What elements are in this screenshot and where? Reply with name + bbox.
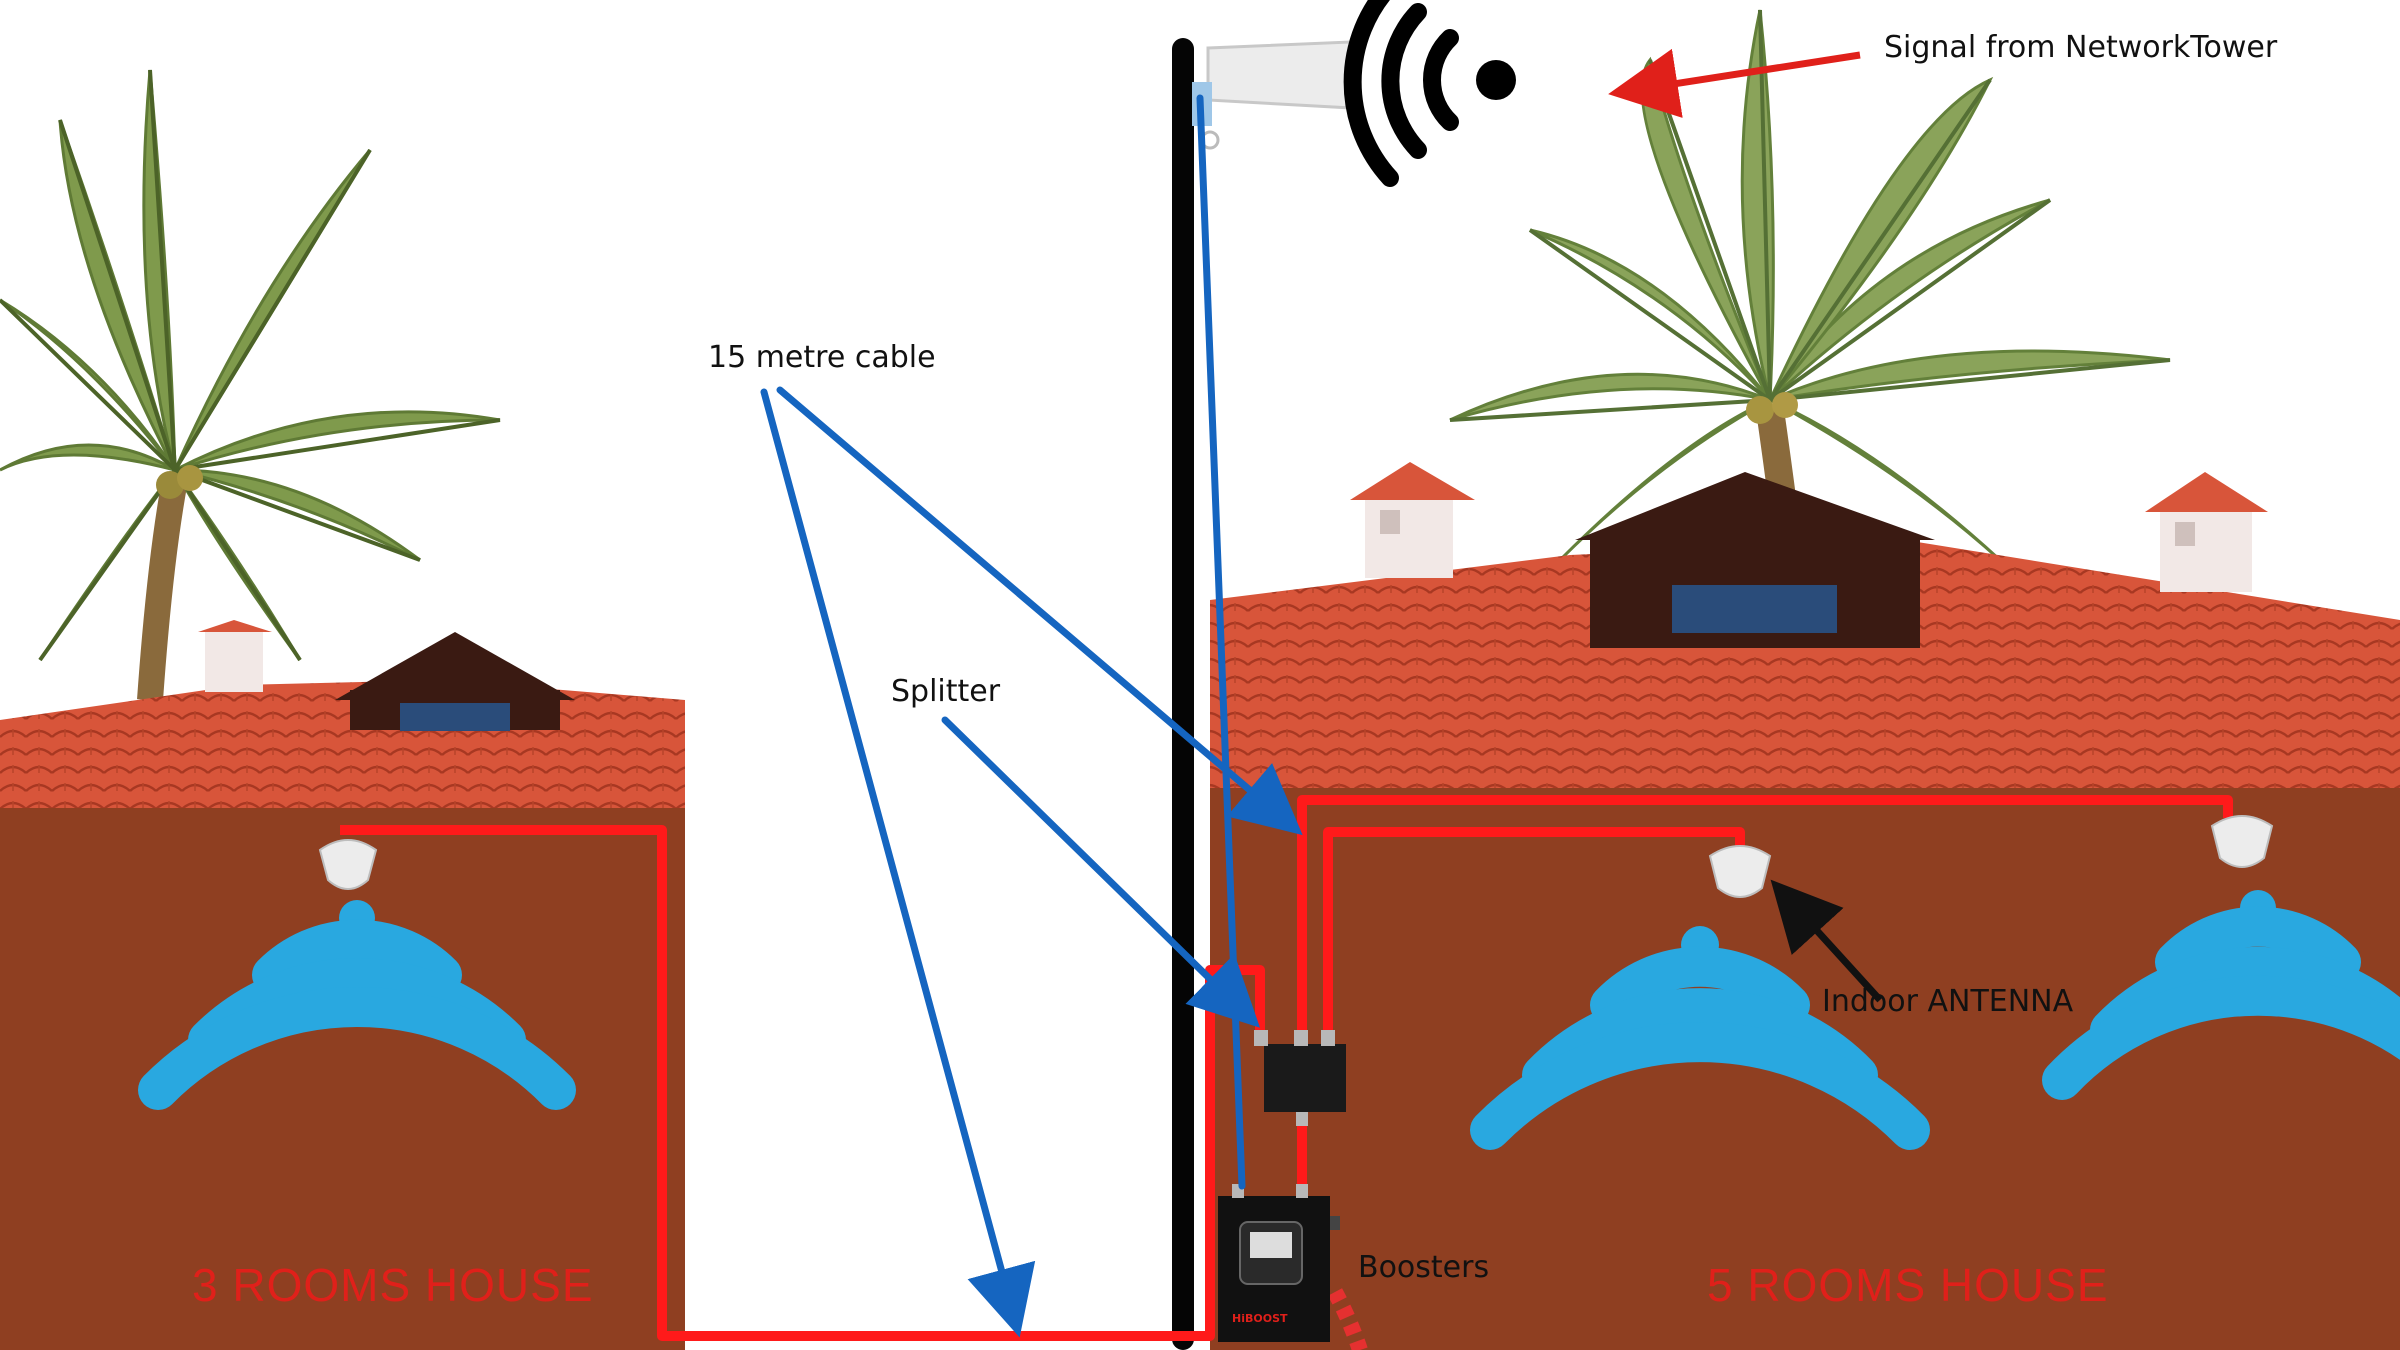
cable-arrow-to-right-house: [776, 386, 1303, 836]
signal-arrow: [1608, 48, 1861, 118]
palm-tree-icon: [1449, 9, 2171, 562]
left-house: [0, 620, 685, 1350]
cable-right-far: [1297, 795, 2233, 1040]
palm-tree-icon: [0, 69, 501, 701]
boosters-label: Boosters: [1358, 1250, 1490, 1285]
chimney: [2145, 472, 2268, 592]
outdoor-antenna-icon: [1192, 40, 1359, 150]
splitter-icon: [1254, 1030, 1346, 1126]
antenna-pole: [1172, 38, 1194, 1350]
wifi-signal-icon: [1470, 926, 1930, 1150]
indoor-antenna-arrow: [1770, 879, 1883, 1003]
left-house-title: 3 ROOMS HOUSE: [192, 1259, 594, 1311]
indoor-antenna-icon: [2210, 815, 2274, 868]
cable-arrow-to-left-house: [760, 388, 1036, 1338]
booster-icon: HiBOOST: [1218, 1184, 1340, 1342]
splitter-label: Splitter: [891, 674, 1001, 709]
booster-brand-label: HiBOOST: [1232, 1312, 1288, 1325]
indoor-antenna-icon: [1708, 845, 1772, 898]
chimney: [205, 632, 263, 692]
booster-brand: HiBOOST: [1232, 1312, 1288, 1325]
wifi-signal-icon: [1343, 0, 1516, 187]
cable-label: 15 metre cable: [708, 340, 936, 375]
chimney: [1350, 462, 1475, 578]
signal-label: Signal from NetworkTower: [1884, 30, 2278, 65]
blue-arrows: [760, 94, 1303, 1338]
dormer: [1575, 472, 1935, 540]
right-house: [1210, 462, 2400, 1350]
right-house-title: 5 ROOMS HOUSE: [1707, 1259, 2109, 1311]
wifi-signal-icon: [138, 900, 576, 1110]
indoor-antenna-icon: [318, 839, 378, 890]
splitter-arrow: [941, 716, 1261, 1028]
wifi-signal-icon: [2042, 890, 2400, 1100]
cable-right-mid: [1323, 827, 1745, 1040]
dormer: [335, 632, 575, 700]
indoor-antenna-label: Indoor ANTENNA: [1822, 984, 2074, 1019]
